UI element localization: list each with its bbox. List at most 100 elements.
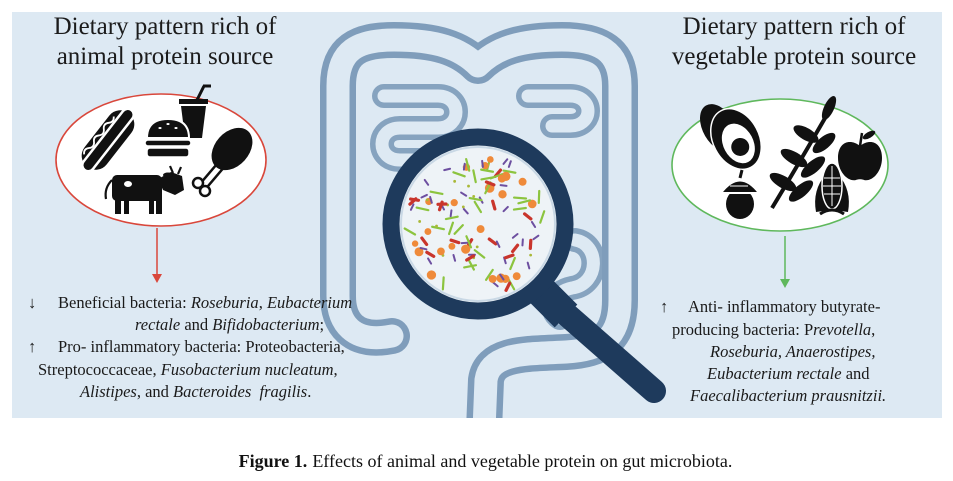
bacterium: [498, 190, 507, 199]
bacterium: [409, 203, 415, 211]
bacterium: [427, 257, 433, 265]
animal-effect-line: ↓Beneficial bacteria: Roseburia, Eubacte…: [28, 292, 352, 314]
bacterium: [472, 195, 476, 198]
animal-heading-line-1: Dietary pattern rich of: [53, 13, 277, 40]
cow-icon: [104, 165, 184, 214]
bacterium: [509, 256, 516, 271]
vegetable-heading-line-2: vegetable protein source: [671, 43, 917, 70]
effect-text: Pro- inflammatory bacteria: Proteobacter…: [58, 337, 345, 356]
animal-diet-heading: Dietary pattern rich of animal protein s…: [20, 12, 310, 72]
vegetable-effect-arrowhead: [780, 279, 790, 288]
bacterium: [462, 162, 466, 171]
animal-heading-line-2: animal protein source: [56, 43, 274, 70]
decrease-arrow-marker: ↓: [28, 293, 37, 312]
text-run: Beneficial bacteria:: [58, 293, 191, 312]
text-run: ,: [258, 293, 267, 312]
bacterium: [480, 168, 495, 173]
bacterium: [495, 240, 501, 248]
bacterium: [475, 245, 479, 249]
taxon-name: Faecalibacterium prausnitzii.: [690, 386, 887, 405]
vegetable-effect-line: Eubacterium rectale and: [707, 363, 870, 385]
vegetable-heading-line-1: Dietary pattern rich of: [682, 13, 906, 40]
bacterium: [415, 206, 430, 212]
bacterium: [453, 179, 457, 183]
effect-text: producing bacteria: Prevotella,: [672, 320, 875, 339]
vegetable-effect-line: Roseburia, Anaerostipes,: [710, 341, 875, 363]
bacterium: [463, 264, 478, 269]
text-run: and: [841, 364, 870, 383]
bacterium: [530, 220, 537, 229]
animal-effect-line: Streptococcaceae, Fusobacterium nucleatu…: [38, 359, 338, 381]
bacterium: [468, 196, 483, 202]
magnifier-handle: [538, 288, 666, 403]
bacterium: [429, 196, 433, 204]
bacterium: [414, 247, 424, 257]
bacterium: [502, 169, 517, 174]
bacterium: [529, 253, 533, 257]
bacterium: [497, 174, 506, 183]
taxon-name: Roseburia, Anaerostipes,: [710, 342, 876, 361]
bacterium: [528, 238, 533, 250]
animal-effect-arrowhead: [152, 274, 162, 283]
increase-arrow-marker: ↑: [660, 297, 669, 316]
bacterium: [403, 227, 417, 236]
bacterium: [501, 274, 510, 283]
bacterium: [449, 238, 461, 245]
bacterium: [491, 199, 497, 211]
effect-text: rectale and Bifidobacterium;: [135, 315, 324, 334]
bacterium: [465, 235, 473, 249]
bacterium: [461, 244, 471, 254]
text-run: Streptococcaceae,: [38, 360, 161, 379]
bacterium: [448, 242, 456, 250]
bacterium: [503, 253, 515, 260]
bacterium: [447, 221, 455, 236]
bacterium: [502, 158, 509, 165]
bacterium: [462, 207, 469, 215]
magnifier-lens-rim: [400, 146, 556, 302]
bacterium: [429, 190, 444, 196]
taxon-name: Bacteroides fragilis: [173, 382, 308, 401]
taxon-name: rectale: [135, 315, 181, 334]
bacterium: [420, 193, 428, 199]
text-run: Anti- inflammatory butyrate-: [688, 297, 881, 316]
figure-caption: Figure 1.Effects of animal and vegetable…: [0, 449, 953, 473]
text-run: producing bacteria: P: [672, 320, 814, 339]
taxon-name: Roseburia: [190, 293, 259, 312]
bacterium: [517, 199, 532, 205]
text-run: , and: [136, 382, 174, 401]
bacterium: [411, 240, 419, 247]
bacterium: [507, 277, 516, 291]
apple-icon: [838, 130, 882, 181]
animal-effect-line: Alistipes, and Bacteroides fragilis.: [80, 381, 311, 403]
bacterium: [511, 233, 519, 239]
acorn-icon: [718, 169, 762, 219]
bacterium: [502, 205, 509, 213]
bacterium: [426, 270, 437, 280]
text-run: ;: [319, 315, 325, 334]
text-run: ,: [333, 360, 338, 379]
bacterium: [486, 185, 490, 189]
effect-text: Anti- inflammatory butyrate-: [688, 297, 880, 316]
magnifying-glass-icon: [382, 128, 666, 403]
bacterium: [425, 198, 429, 202]
hotdog-icon: [81, 107, 135, 173]
bacterium: [484, 180, 496, 187]
bacterium: [420, 236, 429, 247]
animal-effect-line: rectale and Bifidobacterium;: [135, 314, 324, 336]
bacteria-cluster: [403, 156, 546, 292]
bacterium: [460, 191, 468, 197]
bacterium: [425, 250, 436, 258]
bacterium: [476, 225, 485, 234]
bacterium: [453, 224, 464, 235]
bacterium: [512, 196, 528, 200]
bacterium: [461, 205, 465, 209]
bacterium: [527, 199, 537, 209]
bacterium: [511, 243, 520, 254]
caption-label: Figure 1.: [238, 451, 308, 471]
bacterium: [492, 281, 499, 288]
bacterium: [465, 157, 471, 172]
effect-text: Eubacterium rectale and: [707, 364, 870, 383]
bacterium: [452, 171, 466, 178]
